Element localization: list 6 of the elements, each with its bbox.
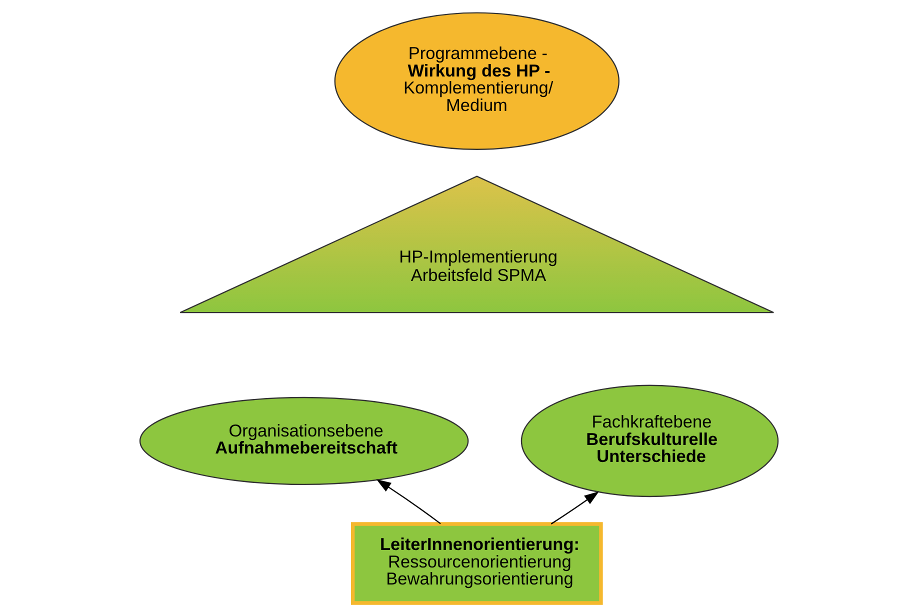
node-ellipse: Organisationsebene Aufnahmebereitschaft xyxy=(139,396,469,486)
arrow xyxy=(376,479,441,524)
node-ellipse: Fachkraftebene Berufskulturelle Unterschiede xyxy=(520,384,779,498)
arrow xyxy=(550,491,600,524)
node-ellipse: Programmebene - Wirkung des HP - Komplementierung/ Medium xyxy=(334,12,620,150)
node-box: LeiterInnenorientierung: Ressourcenorientierung Bewahrungsorientierung xyxy=(350,522,603,605)
